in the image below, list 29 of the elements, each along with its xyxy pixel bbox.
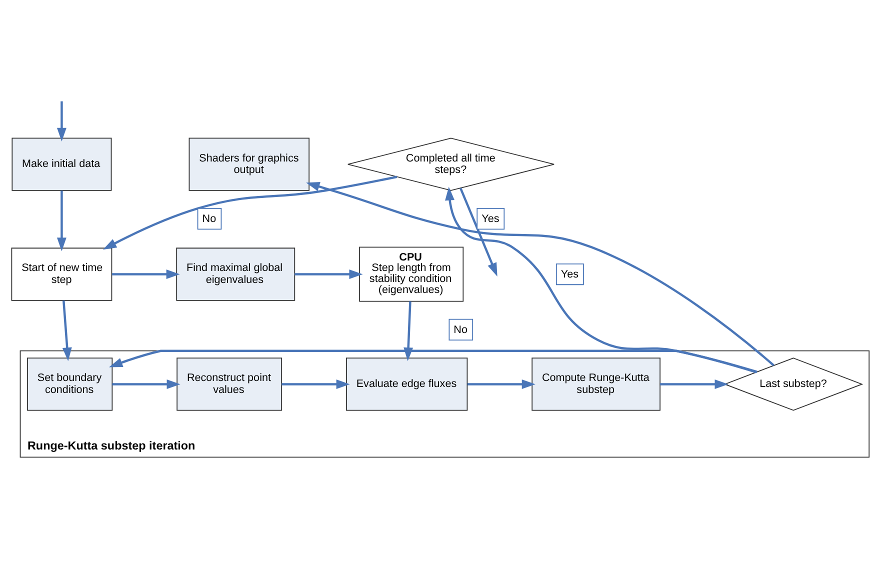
node-box: Make initial data — [12, 137, 112, 190]
node-box: Shaders for graphics output — [188, 137, 310, 190]
node-box: Start of new time step — [11, 247, 112, 300]
arrow — [306, 181, 774, 366]
arrow — [56, 100, 66, 141]
arrow — [56, 190, 66, 251]
arrow — [112, 378, 180, 388]
arrow — [460, 187, 498, 276]
node-diamond: Completed all time steps? — [347, 137, 554, 190]
arrow — [660, 378, 728, 388]
node-box: CPU Step length from stability condition (eigenvalues) — [359, 246, 464, 302]
edge-label: Yes — [560, 268, 579, 280]
node-diamond: Last substep? — [724, 357, 864, 410]
arrow — [62, 300, 72, 361]
node-box: Evaluate edge fluxes — [346, 357, 468, 410]
arrow — [282, 378, 350, 388]
edge-label: No — [202, 212, 216, 225]
arrow — [445, 186, 758, 372]
arrow — [294, 269, 363, 278]
node-box: Set boundary conditions — [27, 357, 113, 410]
arrow — [102, 175, 398, 250]
node-box: Find maximal global eigenvalues — [176, 247, 296, 300]
arrow — [109, 349, 757, 373]
edge-label: No — [454, 323, 468, 336]
node-box: Reconstruct point values — [176, 357, 282, 410]
node-box: Compute Runge-Kutta substep — [532, 357, 660, 410]
edge-label: Yes — [482, 212, 500, 225]
arrow — [467, 378, 536, 388]
arrow — [112, 269, 180, 278]
